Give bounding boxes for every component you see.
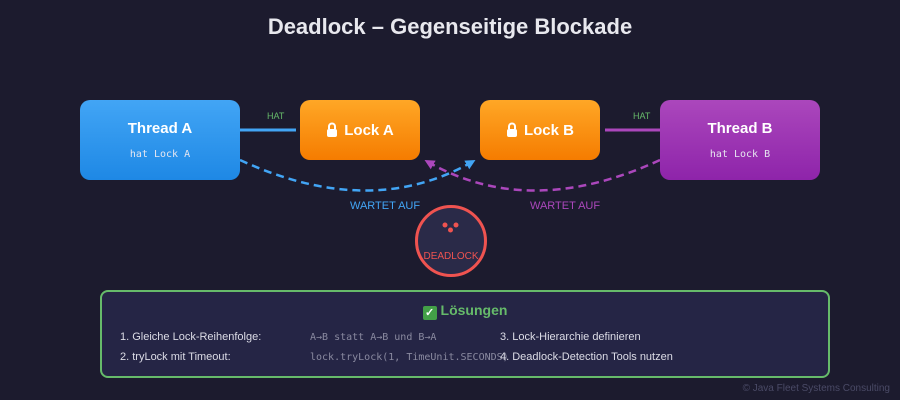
thread-a-node[interactable]: Thread A hat Lock A: [80, 100, 240, 180]
check-icon: ✓: [422, 306, 437, 320]
wait-arrow-b: [424, 158, 661, 192]
solution-code-2: lock.tryLock(1, TimeUnit.SECONDS): [310, 352, 509, 363]
lock-b-node[interactable]: Lock B: [480, 100, 600, 160]
lock-b-label: Lock B: [523, 121, 574, 139]
deadlock-label: DEADLOCK: [423, 251, 479, 262]
solution-item-4: 4. Deadlock-Detection Tools nutzen: [500, 351, 673, 363]
solution-item-1: 1. Gleiche Lock-Reihenfolge:: [120, 331, 262, 343]
thread-a-subtitle: hat Lock A: [129, 149, 191, 160]
thread-b-subtitle: hat Lock B: [709, 149, 771, 160]
solution-item-3: 3. Lock-Hierarchie definieren: [500, 331, 641, 343]
lock-icon: [506, 122, 517, 137]
thread-b-title: Thread B: [707, 120, 773, 137]
solution-code-1: A→B statt A→B und B→A: [310, 332, 437, 343]
lock-a-node[interactable]: Lock A: [300, 100, 420, 160]
waits-label-a: WARTET AUF: [350, 200, 421, 212]
deadlock-indicator: DEADLOCK: [415, 205, 487, 277]
solutions-heading: ✓Lösungen: [102, 302, 828, 320]
lock-icon: [327, 122, 338, 137]
lock-a-label: Lock A: [344, 121, 394, 139]
waits-label-b: WARTET AUF: [530, 200, 601, 212]
thread-a-title: Thread A: [127, 120, 193, 137]
diagram-title: Deadlock – Gegenseitige Blockade: [267, 14, 633, 39]
solutions-title: Lösungen: [440, 302, 508, 318]
dizzy-face-icon: [442, 222, 459, 233]
solution-item-2: 2. tryLock mit Timeout:: [120, 351, 231, 363]
wait-arrow-a: [239, 158, 476, 192]
copyright-footer: © Java Fleet Systems Consulting: [742, 383, 890, 394]
thread-b-node[interactable]: Thread B hat Lock B: [660, 100, 820, 180]
has-label-a: HAT: [267, 111, 285, 121]
has-label-b: HAT: [633, 111, 651, 121]
solutions-panel: ✓Lösungen 1. Gleiche Lock-Reihenfolge: A…: [100, 290, 830, 378]
